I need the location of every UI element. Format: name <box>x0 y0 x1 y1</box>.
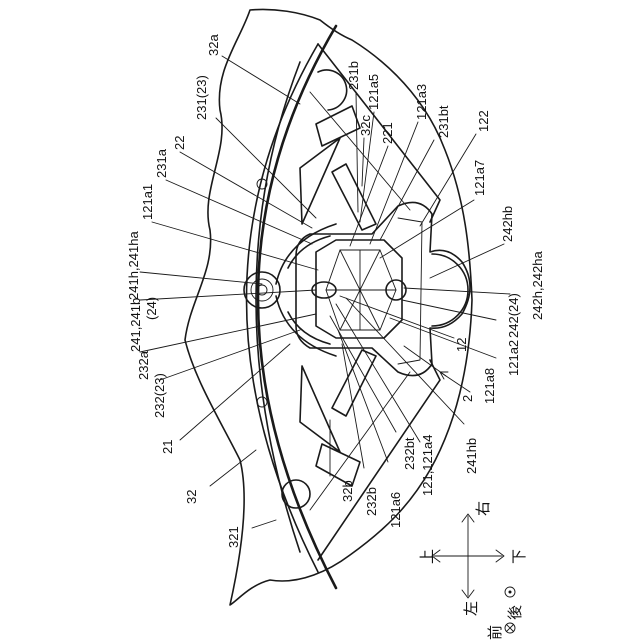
label-121-121a4: 121,121a4 <box>420 435 435 496</box>
slot-upper <box>332 164 376 230</box>
arrow-2 <box>440 372 470 392</box>
dir-back: 後 <box>506 605 524 620</box>
label-242h-242ha: 242h,242ha <box>530 251 545 320</box>
arm-232-b <box>288 312 330 344</box>
label-231-23: 231(23) <box>194 75 209 120</box>
window-upper <box>300 138 340 224</box>
label-32a: 32a <box>206 34 221 56</box>
arm-232 <box>276 296 336 356</box>
label-241-241b: 241,241b <box>128 298 143 352</box>
label-242hb: 242hb <box>500 206 515 242</box>
dir-up: 上 <box>418 549 436 564</box>
label-21: 21 <box>160 440 175 454</box>
label-232-23: 232(23) <box>152 373 167 418</box>
label-121a5: 121a5 <box>366 74 381 110</box>
label-32c: 32c <box>358 115 373 136</box>
label-32: 32 <box>184 490 199 504</box>
out-of-page-dot <box>509 591 512 594</box>
dir-front: 前 <box>486 625 504 640</box>
label-241hb: 241hb <box>464 438 479 474</box>
label-22: 22 <box>172 136 187 150</box>
dir-right: 右 <box>474 501 492 516</box>
mount-hole-lower <box>282 480 310 508</box>
label-242-24: 242(24) <box>506 293 521 338</box>
plate-arc-inner <box>256 62 300 552</box>
label-231bt: 231bt <box>436 105 451 138</box>
label-232a: 232a <box>136 350 151 380</box>
small-hole-lower <box>257 397 267 407</box>
label-241h-241ha: 241h,241ha <box>126 231 141 300</box>
label-232bt: 232bt <box>402 437 417 470</box>
label-121a1: 121a1 <box>140 184 155 220</box>
socket-outer <box>244 272 280 308</box>
label-121a2: 121a2 <box>506 340 521 376</box>
label-121a7: 121a7 <box>472 160 487 196</box>
socket-mid <box>251 279 273 301</box>
label-231a: 231a <box>154 148 169 178</box>
bracket-12 <box>296 202 470 375</box>
label-12: 12 <box>454 338 469 352</box>
label-232b: 232b <box>364 487 379 516</box>
label-231b: 231b <box>346 61 361 90</box>
label-121a8: 121a8 <box>482 368 497 404</box>
dir-left: 左 <box>462 601 480 616</box>
direction-indicator: 右 上 下 左 後 前 <box>418 501 528 640</box>
into-page-cross <box>507 625 514 632</box>
label-2: 2 <box>460 395 475 402</box>
label-122: 122 <box>476 110 491 132</box>
label-32b: 32b <box>340 480 355 502</box>
frame-upper <box>318 44 440 222</box>
label-121a6: 121a6 <box>388 492 403 528</box>
arm-231 <box>276 224 336 284</box>
dir-down: 下 <box>510 549 528 564</box>
label-221: 221 <box>380 122 395 144</box>
leader-lines <box>140 56 510 528</box>
slot-lower <box>332 350 376 416</box>
label-24: (24) <box>144 297 159 320</box>
label-121a3: 121a3 <box>414 84 429 120</box>
label-321: 321 <box>226 526 241 548</box>
